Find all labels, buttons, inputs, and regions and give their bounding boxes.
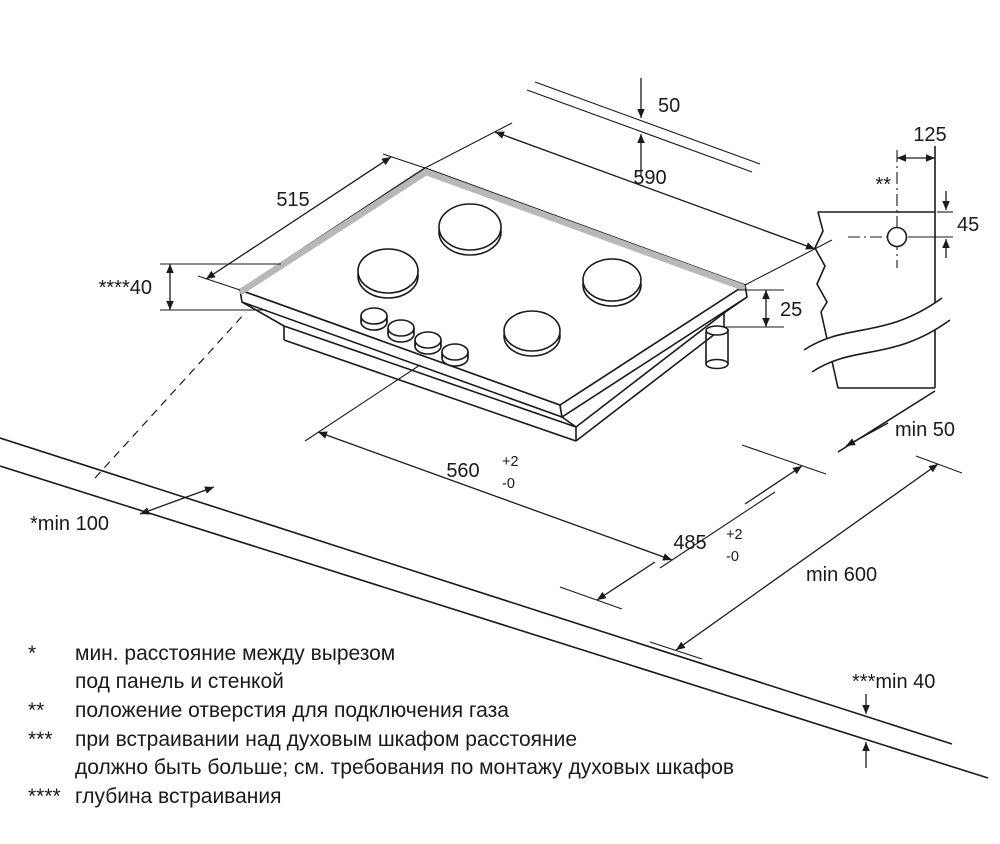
- footnote-4-text-line-1: глубина встраивания: [75, 785, 281, 808]
- knob-4: [441, 343, 469, 367]
- side-view-gas-connection: [803, 146, 951, 389]
- leader-arrow: [845, 422, 889, 447]
- extension-line: [659, 491, 776, 569]
- dim-485-label: 485: [673, 532, 706, 554]
- dimension-line: [205, 156, 392, 280]
- control-knobs: [360, 307, 469, 367]
- dimension-line: [317, 431, 673, 561]
- dim-min50-label: min 50: [895, 419, 955, 441]
- knob-1: [360, 307, 388, 331]
- extension-line: [559, 586, 623, 610]
- side-view-broken-edge: [814, 211, 828, 313]
- burner-front-center: [503, 310, 561, 357]
- dim-515-label: 515: [276, 189, 309, 211]
- gas-pipe-bottom: [705, 358, 729, 370]
- dimension-50: 50: [526, 78, 761, 177]
- dim-min100-label: *min 100: [30, 513, 109, 535]
- extension-line: [382, 153, 426, 169]
- break-curve-bottom: [811, 319, 951, 373]
- burner-cap: [582, 258, 642, 302]
- dimension-590: 590: [424, 122, 833, 286]
- burner-cap: [503, 310, 561, 352]
- footnote-1-text-line-1: мин. расстояние между вырезом: [75, 642, 395, 665]
- burner-right: [582, 258, 642, 307]
- footnotes: * мин. расстояние между вырезом под пане…: [28, 642, 734, 808]
- casing-edge: [575, 326, 725, 442]
- casing-edge: [561, 416, 577, 428]
- footnote-4-marker: ****: [28, 785, 61, 808]
- countertop-line-back: [0, 465, 989, 779]
- extension-line: [915, 455, 963, 474]
- dim-25-label: 25: [780, 299, 802, 321]
- casing-edge: [283, 325, 577, 428]
- knob-2: [387, 319, 415, 343]
- hob-top-view: [238, 167, 748, 442]
- reference-line: [534, 81, 761, 165]
- footnote-3-marker: ***: [28, 728, 53, 751]
- dimension-line: [675, 463, 939, 651]
- gas-pipe: [705, 325, 729, 370]
- footnote-3-text-line-2: должно быть больше; см. требования по мо…: [75, 756, 734, 779]
- dim-485-tolerance-minus: -0: [726, 549, 739, 565]
- dim-485-tolerance-plus: +2: [726, 527, 743, 543]
- footnote-1-text-line-2: под панель и стенкой: [75, 670, 284, 693]
- dim-560-tolerance-minus: -0: [502, 476, 515, 492]
- casing-edge: [283, 339, 577, 442]
- extension-line: [649, 641, 703, 660]
- reference-line: [526, 89, 753, 173]
- knob-top: [387, 319, 415, 337]
- dimension-line: [139, 486, 215, 515]
- dimension-min-40: ***min 40: [852, 671, 935, 768]
- dimension-min-600: min 600: [649, 455, 963, 660]
- burner-left: [357, 248, 419, 299]
- extension-line: [304, 364, 421, 442]
- dimension-25: 25: [724, 289, 802, 328]
- dim-40-label: ****40: [99, 277, 152, 299]
- extension-line: [744, 239, 833, 286]
- burner-cap: [357, 248, 419, 294]
- dim-590-label: 590: [633, 167, 666, 189]
- knob-3: [414, 331, 442, 355]
- gas-connection-hole: [886, 226, 908, 248]
- dim-45-label: 45: [957, 214, 979, 236]
- dimension-min-50: min 50: [845, 419, 955, 447]
- dim-min600-label: min 600: [806, 564, 877, 586]
- gas-hole-reference-label: **: [875, 174, 891, 196]
- dim-560-label: 560: [446, 460, 479, 482]
- dimension-line-segment: [596, 561, 656, 601]
- burner-rear-center: [438, 203, 502, 256]
- casing-edge: [241, 301, 285, 327]
- burner-cap: [438, 203, 502, 251]
- dimension-125: 125 **: [875, 124, 946, 196]
- dimension-line: [494, 131, 816, 250]
- knob-top: [414, 331, 442, 349]
- dimension-515: 515: [197, 153, 426, 291]
- dimension-line-segment: [744, 465, 803, 505]
- casing-edge: [575, 312, 725, 428]
- knob-top: [441, 343, 469, 361]
- dimension-45: 45: [908, 191, 979, 258]
- cutout-dashed-line: [94, 311, 247, 479]
- break-curve-top: [803, 297, 943, 351]
- break-band: [804, 298, 950, 372]
- dimension-40-depth: ****40: [99, 263, 281, 311]
- extension-line: [741, 444, 827, 475]
- dim-min40-label: ***min 40: [852, 671, 935, 693]
- footnote-2-text-line-1: положение отверстия для подключения газа: [75, 699, 509, 722]
- dim-125-label: 125: [913, 124, 946, 146]
- dim-560-tolerance-plus: +2: [502, 454, 519, 470]
- dimension-485-cutout-depth: 485 +2 -0: [559, 444, 827, 610]
- extension-line: [424, 122, 513, 169]
- footnote-3-text-line-1: при встраивании над духовым шкафом расст…: [75, 728, 577, 751]
- footnote-1-marker: *: [28, 642, 36, 665]
- countertop-edge-lines: [0, 437, 989, 779]
- dimension-min-100: *min 100: [30, 486, 215, 535]
- extension-line: [197, 275, 241, 291]
- footnote-2-marker: **: [28, 699, 44, 722]
- knob-top: [360, 307, 388, 325]
- gas-pipe-top: [705, 325, 729, 336]
- dim-50-label: 50: [658, 95, 680, 117]
